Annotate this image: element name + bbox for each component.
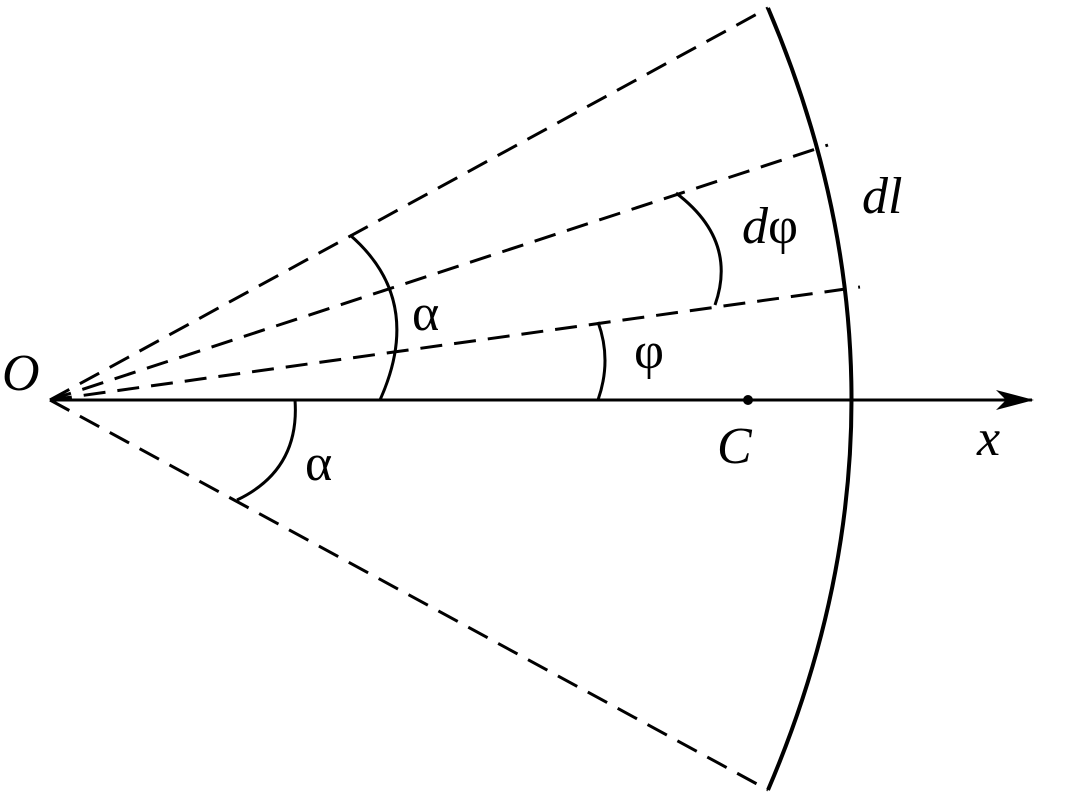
center-label: C: [717, 418, 753, 475]
axis-label: x: [976, 410, 1000, 467]
angle-arc-alpha-lower: [236, 399, 297, 502]
angle-alpha-upper-label: α: [412, 285, 439, 342]
angle-element-symbol: φ: [768, 198, 798, 255]
angle-arc-phi: [596, 321, 607, 401]
radius-phi: [49, 285, 861, 402]
angle-alpha-lower-label: α: [305, 435, 332, 492]
angle-element-prefix: d: [742, 198, 769, 255]
angle-arc-dphi: [675, 191, 723, 306]
radius-upper-boundary: [49, 6, 769, 402]
center-of-mass-point: [743, 395, 753, 405]
angle-arc-alpha-upper: [349, 233, 399, 401]
angle-element-label: dφ: [742, 198, 798, 255]
sector-arc: [766, 7, 854, 791]
angle-phi-label: φ: [634, 323, 664, 380]
arc-element-label: dl: [862, 168, 902, 225]
radius-dphi-upper: [49, 143, 829, 402]
origin-label: O: [2, 345, 40, 402]
radius-lower-boundary: [49, 398, 769, 792]
